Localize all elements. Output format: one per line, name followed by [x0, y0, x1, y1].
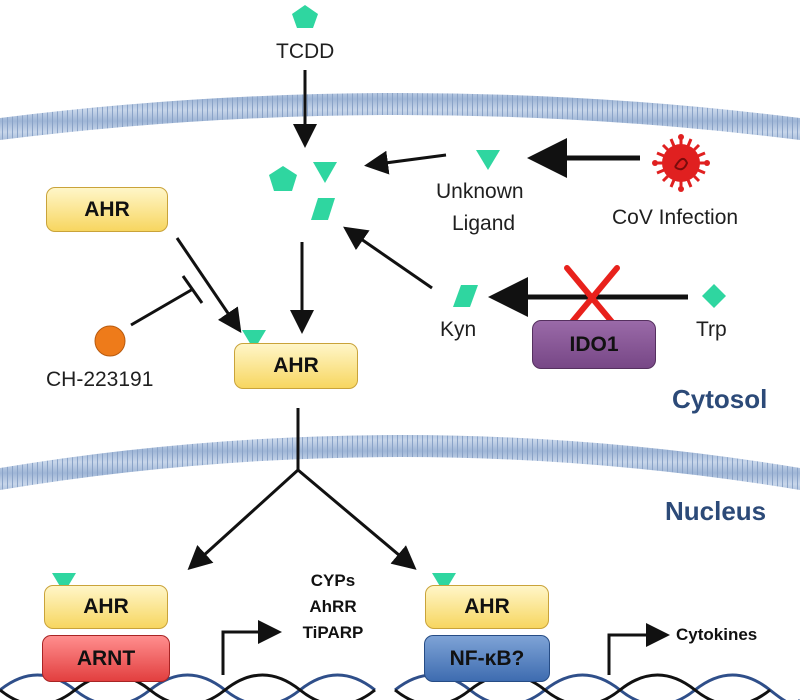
trp-label: Trp — [696, 318, 727, 341]
gene-tiparp: TiPARP — [302, 623, 364, 642]
branch-left-arrow — [187, 468, 300, 571]
unknown-ligand-triangle-icon — [476, 150, 500, 170]
branch-right-arrow — [297, 468, 417, 570]
dna-left-icon — [0, 673, 376, 700]
nfkb-box: NF-κB? — [424, 635, 550, 682]
orange-circle-icon — [94, 325, 126, 357]
cell-membrane — [0, 93, 800, 140]
ahr-left-box: AHR — [44, 585, 168, 629]
transcription-right-arrow — [607, 623, 670, 675]
transcription-left-arrow — [221, 620, 282, 675]
cov-infection-label: CoV Infection — [612, 206, 739, 229]
ligand-pentagon-icon — [269, 166, 297, 191]
trp-diamond-icon — [702, 284, 726, 308]
ahr-activation-arrow — [175, 237, 242, 333]
coronavirus-icon — [652, 134, 710, 192]
arnt-box: ARNT — [42, 635, 170, 682]
gene-cytokines: Cytokines — [676, 625, 758, 644]
ch223191-label: CH-223191 — [46, 368, 154, 391]
nuclear-ligand-left-icon — [52, 573, 76, 593]
ahr-free-box: AHR — [46, 187, 168, 232]
nuclear-membrane — [0, 435, 800, 490]
unknown-ligand-arrow — [364, 150, 447, 175]
nucleus-label: Nucleus — [665, 496, 767, 526]
x-mark-icon — [564, 265, 620, 331]
unknown-ligand-label-line2: Ligand — [452, 212, 516, 235]
inhibition-line — [130, 287, 194, 327]
ligand-parallelogram-icon — [311, 198, 335, 220]
gene-cyps: CYPs — [310, 571, 356, 590]
ahr-bound-box: AHR — [234, 343, 358, 389]
dna-right-icon — [394, 673, 800, 700]
nuclear-ligand-right-icon — [432, 573, 456, 593]
cytosol-label: Cytosol — [672, 384, 768, 414]
ahr-right-box: AHR — [425, 585, 549, 629]
gene-ahrr: AhRR — [309, 597, 357, 616]
kyn-parallelogram-icon — [453, 285, 478, 307]
unknown-ligand-label-line1: Unknown — [436, 180, 524, 203]
ligand-triangle-icon — [313, 162, 337, 183]
tcdd-pentagon-icon — [292, 5, 318, 28]
inhibition-bar — [181, 275, 204, 304]
tcdd-label: TCDD — [276, 40, 335, 63]
kyn-to-cluster-arrow — [343, 226, 433, 290]
bound-ligand-triangle-icon — [242, 330, 266, 350]
ido1-box: IDO1 — [532, 320, 656, 369]
kyn-label: Kyn — [440, 318, 477, 341]
